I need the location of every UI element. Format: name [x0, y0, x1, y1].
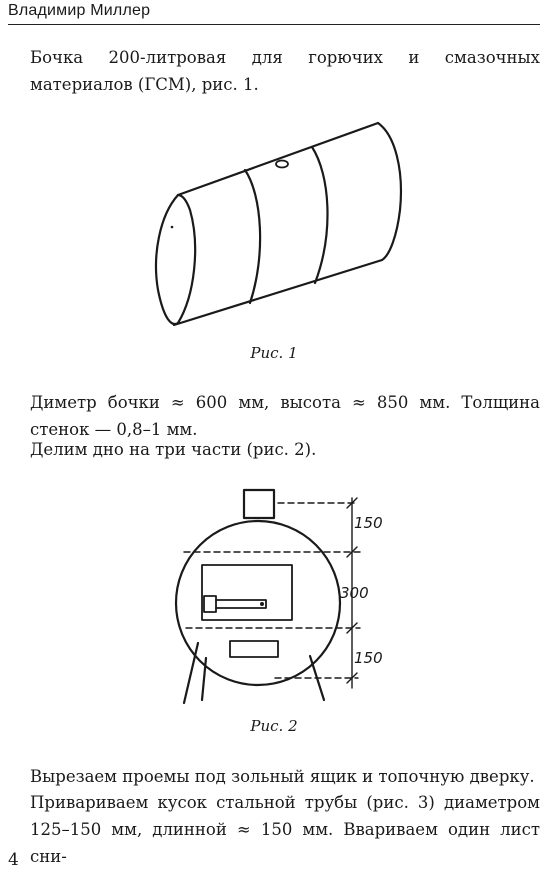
door-handle-plate [203, 595, 217, 613]
figure-1-barrel [154, 121, 402, 327]
stove-leg-left [182, 641, 200, 705]
paragraph-2: Диметр бочки ≈ 600 мм, высота ≈ 850 мм. … [30, 393, 540, 439]
barrel-bottom-edge [172, 258, 384, 327]
dim-label-middle: 300 [340, 584, 369, 602]
paragraph-4: Вырезаем проемы под зольный ящик и топоч… [30, 767, 535, 786]
barrel-hoop-1 [243, 168, 262, 305]
figure-2-stove-front: 150 300 150 [174, 488, 383, 705]
fire-door [201, 564, 293, 621]
stove-leg-center [200, 656, 208, 702]
barrel-front-rim [154, 193, 197, 326]
barrel-bung-hole [275, 159, 289, 169]
figure-2-caption: Рис. 2 [250, 717, 298, 735]
barrel-end-circle [174, 519, 342, 687]
ash-box-opening [229, 640, 279, 658]
dim-label-top: 150 [354, 514, 383, 532]
chimney-pipe [242, 488, 276, 520]
barrel-top-edge [176, 121, 380, 197]
header-author: Владимир Миллер [8, 2, 151, 19]
barrel-hoop-2 [310, 145, 329, 285]
figure-1-caption: Рис. 1 [250, 344, 298, 362]
paragraph-1: Бочка 200-литровая для горючих и смазочн… [30, 48, 540, 94]
dim-label-bottom: 150 [354, 649, 383, 667]
paragraph-3: Делим дно на три части (рис. 2). [30, 440, 317, 459]
running-header: Владимир Миллер [8, 0, 540, 25]
paragraph-5: Привариваем кусок стальной трубы (рис. 3… [30, 793, 540, 866]
page-number: 4 [8, 850, 19, 870]
door-handle-bar [215, 599, 267, 609]
barrel-back-end [376, 121, 402, 262]
